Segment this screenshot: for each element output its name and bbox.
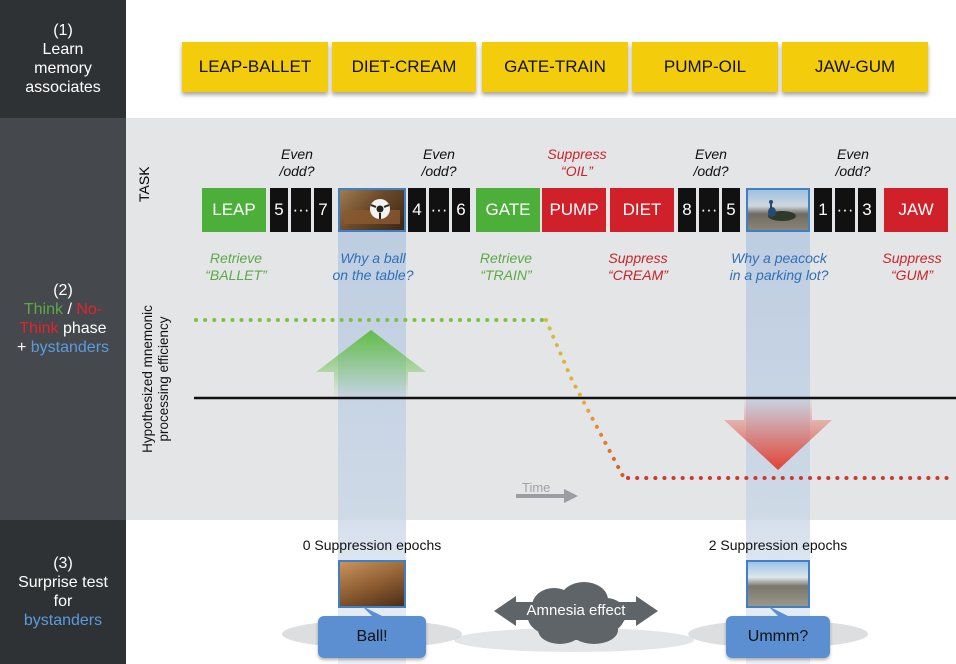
bubble-ummm: Ummm?	[726, 616, 830, 658]
odd-text: /odd?	[279, 163, 315, 179]
decline-dotted-line	[544, 318, 626, 480]
epochs-right-label: 2 Suppression epochs	[708, 537, 848, 553]
number-6: 6	[452, 188, 470, 232]
amnesia-cloud-icon	[494, 582, 658, 644]
odd-text: /odd?	[421, 163, 457, 179]
panel-test-number: (3)	[53, 555, 73, 572]
gum-text: “GUM”	[891, 267, 933, 283]
panel-surprise-test: (3) Surprise test for bystanders	[0, 520, 126, 664]
epochs-left-label: 0 Suppression epochs	[302, 537, 442, 553]
odd-text: /odd?	[693, 163, 729, 179]
cue-gate: GATE	[476, 188, 540, 232]
time-arrowhead	[564, 489, 578, 503]
ellipsis-1: ···	[291, 188, 311, 232]
panel-learn-line1: Learn	[42, 41, 84, 58]
pair-leap-ballet: LEAP-BALLET	[182, 42, 328, 92]
parking-lot-test-image	[746, 560, 810, 608]
why-peacock-line2: in a parking lot?	[729, 267, 829, 283]
bystanders-word: bystanders	[30, 339, 110, 356]
up-arrow-icon	[316, 330, 426, 398]
panel-learn-number: (1)	[53, 22, 73, 39]
label-retrieve-ballet: Retrieve“BALLET”	[196, 250, 276, 284]
pair-jaw-gum: JAW-GUM	[782, 42, 928, 92]
label-even-odd-3: Even/odd?	[676, 146, 746, 180]
cue-pump: PUMP	[542, 188, 606, 232]
ellipsis-2: ···	[429, 188, 449, 232]
retrieve-text: Retrieve	[479, 250, 533, 266]
why-peacock-line1: Why a peacock	[731, 250, 827, 266]
panel-test-line2: for	[53, 593, 73, 610]
label-even-odd-2: Even/odd?	[404, 146, 474, 180]
number-3: 3	[858, 188, 876, 232]
pair-diet-cream: DIET-CREAM	[332, 42, 476, 92]
label-suppress-gum: Suppress“GUM”	[870, 250, 954, 284]
label-suppress-cream: Suppress“CREAM”	[596, 250, 680, 284]
suppress-text: Suppress	[547, 146, 607, 162]
panel-test-bystanders: bystanders	[23, 612, 103, 629]
down-arrow-icon	[724, 398, 832, 470]
suppress-text: Suppress	[608, 250, 668, 266]
why-ball-line2: on the table?	[332, 267, 414, 283]
even-text: Even	[695, 146, 727, 162]
even-text: Even	[423, 146, 455, 162]
panel-learn: (1) Learn memory associates	[0, 0, 126, 118]
nothink-word-b: Think	[19, 320, 59, 337]
ballet-text: “BALLET”	[205, 267, 267, 283]
pair-gate-train: GATE-TRAIN	[482, 42, 628, 92]
slash: /	[67, 301, 72, 318]
plus-sign: +	[16, 339, 27, 356]
cream-text: “CREAM”	[608, 267, 668, 283]
number-5: 5	[270, 188, 288, 232]
phase-word: phase	[62, 320, 107, 337]
oil-text: “OIL”	[561, 163, 593, 179]
number-8: 8	[678, 188, 696, 232]
odd-text: /odd?	[835, 163, 871, 179]
panel-phase-number: (2)	[53, 282, 73, 299]
panel-think-nothink: (2) Think / No- Think phase + bystanders	[0, 118, 126, 520]
label-suppress-oil: Suppress“OIL”	[532, 146, 622, 180]
ellipsis-4: ···	[835, 188, 855, 232]
ellipsis-3: ···	[699, 188, 719, 232]
ball-icon	[344, 199, 400, 224]
panel-learn-line3: associates	[25, 79, 101, 96]
cue-jaw: JAW	[884, 188, 948, 232]
suppress-text: Suppress	[882, 250, 942, 266]
number-1: 1	[814, 188, 832, 232]
pair-pump-oil: PUMP-OIL	[632, 42, 778, 92]
number-5b: 5	[722, 188, 740, 232]
amnesia-effect-label: Amnesia effect	[526, 602, 626, 619]
ball-table-test-image	[338, 560, 406, 608]
bubble-ball: Ball!	[318, 616, 426, 658]
peacock-parking-image	[746, 188, 810, 232]
label-retrieve-train: Retrieve“TRAIN”	[466, 250, 546, 284]
train-text: “TRAIN”	[480, 267, 532, 283]
cue-leap: LEAP	[202, 188, 266, 232]
nothink-word-a: No-	[76, 301, 103, 318]
ball-on-table-image	[338, 188, 406, 232]
peacock-icon	[768, 200, 796, 221]
cue-diet: DIET	[610, 188, 674, 232]
panel-learn-line2: memory	[34, 60, 92, 77]
label-even-odd-1: Even/odd?	[262, 146, 332, 180]
panel-test-line1: Surprise test	[18, 574, 108, 591]
number-7: 7	[314, 188, 332, 232]
label-even-odd-4: Even/odd?	[818, 146, 888, 180]
why-ball-line1: Why a ball	[340, 250, 406, 266]
even-text: Even	[281, 146, 313, 162]
even-text: Even	[837, 146, 869, 162]
retrieve-text: Retrieve	[209, 250, 263, 266]
think-word: Think	[23, 301, 63, 318]
time-label: Time	[522, 480, 551, 495]
number-4: 4	[408, 188, 426, 232]
